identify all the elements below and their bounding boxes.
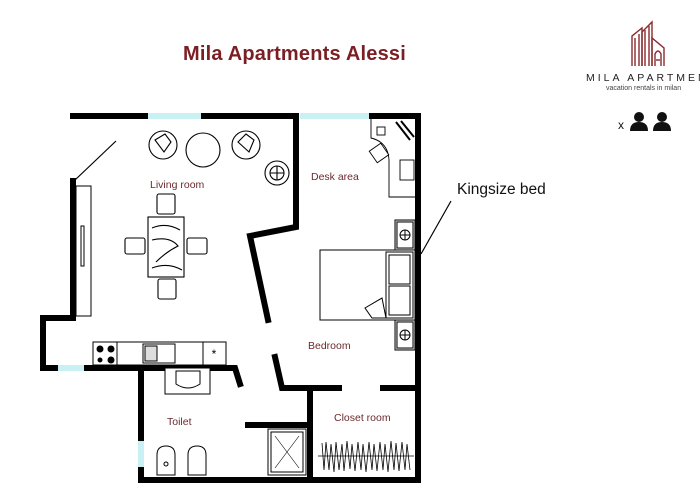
desk-chair-icon	[368, 142, 390, 164]
brand-logo: MILA APARTMEN vacation rentals in milan	[584, 18, 700, 92]
dining-chair	[124, 237, 146, 255]
room-label-desk-area: Desk area	[311, 171, 359, 183]
dining-chair	[186, 237, 208, 255]
callout-line	[420, 200, 452, 255]
fridge-icon	[202, 341, 227, 366]
plant-icon	[264, 160, 290, 186]
armchair-icon	[231, 130, 261, 160]
bidet-icon	[187, 445, 207, 476]
toilet-icon	[156, 445, 176, 476]
room-label-toilet: Toilet	[167, 416, 192, 428]
desk-icon	[399, 159, 415, 181]
building-logo-icon	[631, 20, 665, 66]
guest-multiplier: x	[618, 118, 624, 132]
room-label-bedroom: Bedroom	[308, 340, 351, 352]
room-label-closet-room: Closet room	[334, 412, 391, 424]
round-coffee-table	[185, 132, 221, 168]
bed-area	[319, 219, 416, 351]
desk-area-furniture	[368, 118, 415, 198]
dining-chair	[156, 193, 176, 215]
windows	[55, 113, 370, 470]
dining-chair	[157, 278, 177, 300]
logo-tagline: vacation rentals in milan	[606, 85, 682, 92]
living-furniture	[124, 130, 290, 300]
callout-kingsize-bed: Kingsize bed	[457, 181, 546, 198]
guest-capacity: x	[618, 111, 672, 131]
bathroom-fixtures	[156, 367, 307, 476]
person-icon	[653, 112, 671, 131]
room-label-living-room: Living room	[150, 179, 205, 191]
svg-text:*: *	[212, 347, 217, 361]
page-title: Mila Apartments Alessi	[183, 43, 406, 65]
logo-name: MILA APARTMEN	[586, 72, 700, 84]
kitchen	[92, 341, 227, 366]
wardrobe-rail	[318, 440, 414, 473]
armchair-icon	[148, 130, 178, 160]
person-icon	[630, 112, 648, 131]
